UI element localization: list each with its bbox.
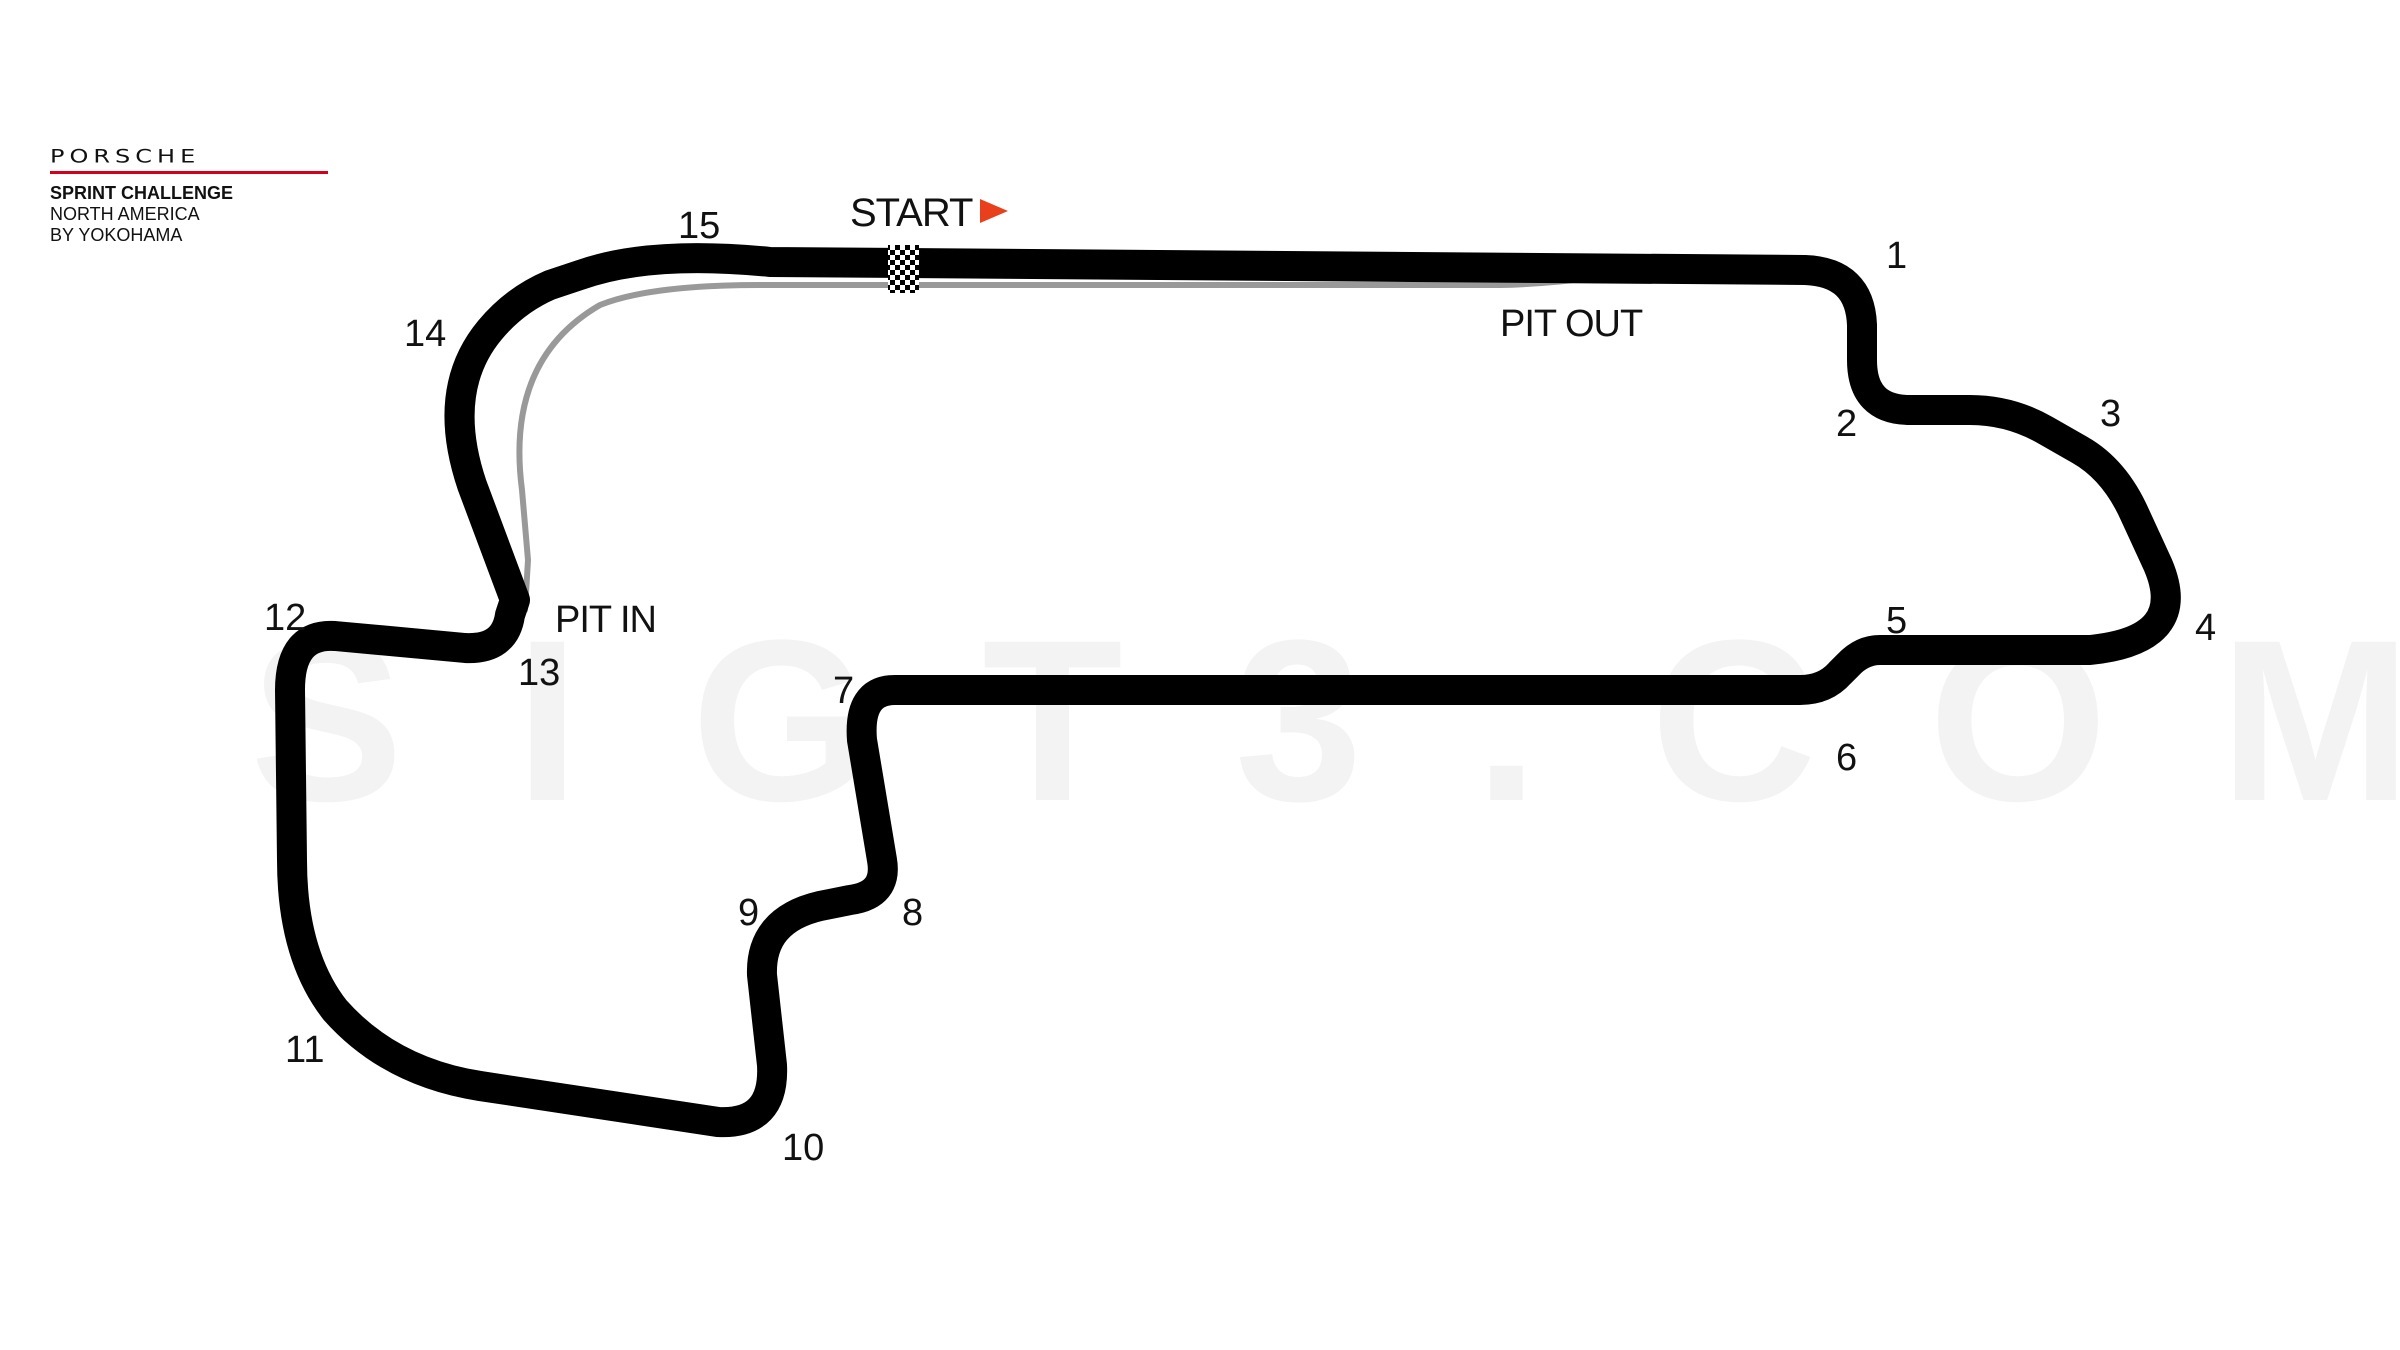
turn-label-3: 3 [2100, 393, 2121, 435]
start-label: START [850, 191, 973, 235]
logo-series-name: SPRINT CHALLENGE [50, 183, 234, 203]
turn-label-14: 14 [404, 313, 446, 355]
logo-sponsor: BY YOKOHAMA [50, 225, 183, 245]
watermark: SIGT3.COM [250, 592, 2400, 849]
pit-lane [516, 275, 1593, 613]
porsche-wordmark: PORSCHE [50, 145, 201, 168]
turn-label-4: 4 [2195, 607, 2216, 649]
race-track [275, 243, 2181, 1138]
turn-label-11: 11 [285, 1029, 324, 1071]
logo-accent-rule [50, 171, 328, 174]
series-logo: PORSCHE SPRINT CHALLENGE NORTH AMERICA B… [50, 146, 330, 246]
turn-label-10: 10 [782, 1127, 824, 1169]
turn-label-12: 12 [264, 597, 306, 639]
start-finish-line [888, 245, 919, 293]
pit-in-label: PIT IN [555, 599, 656, 641]
turn-label-7: 7 [833, 670, 854, 712]
turn-label-6: 6 [1836, 737, 1857, 779]
turn-label-9: 9 [738, 892, 759, 934]
pit-out-label: PIT OUT [1500, 303, 1643, 345]
turn-label-8: 8 [902, 892, 923, 934]
turn-label-5: 5 [1886, 600, 1907, 642]
turn-label-2: 2 [1836, 403, 1857, 445]
turn-label-15: 15 [678, 205, 720, 247]
start-arrow-icon [980, 199, 1008, 223]
turn-label-13: 13 [518, 652, 560, 694]
logo-region: NORTH AMERICA [50, 204, 200, 224]
turn-label-1: 1 [1886, 235, 1907, 277]
